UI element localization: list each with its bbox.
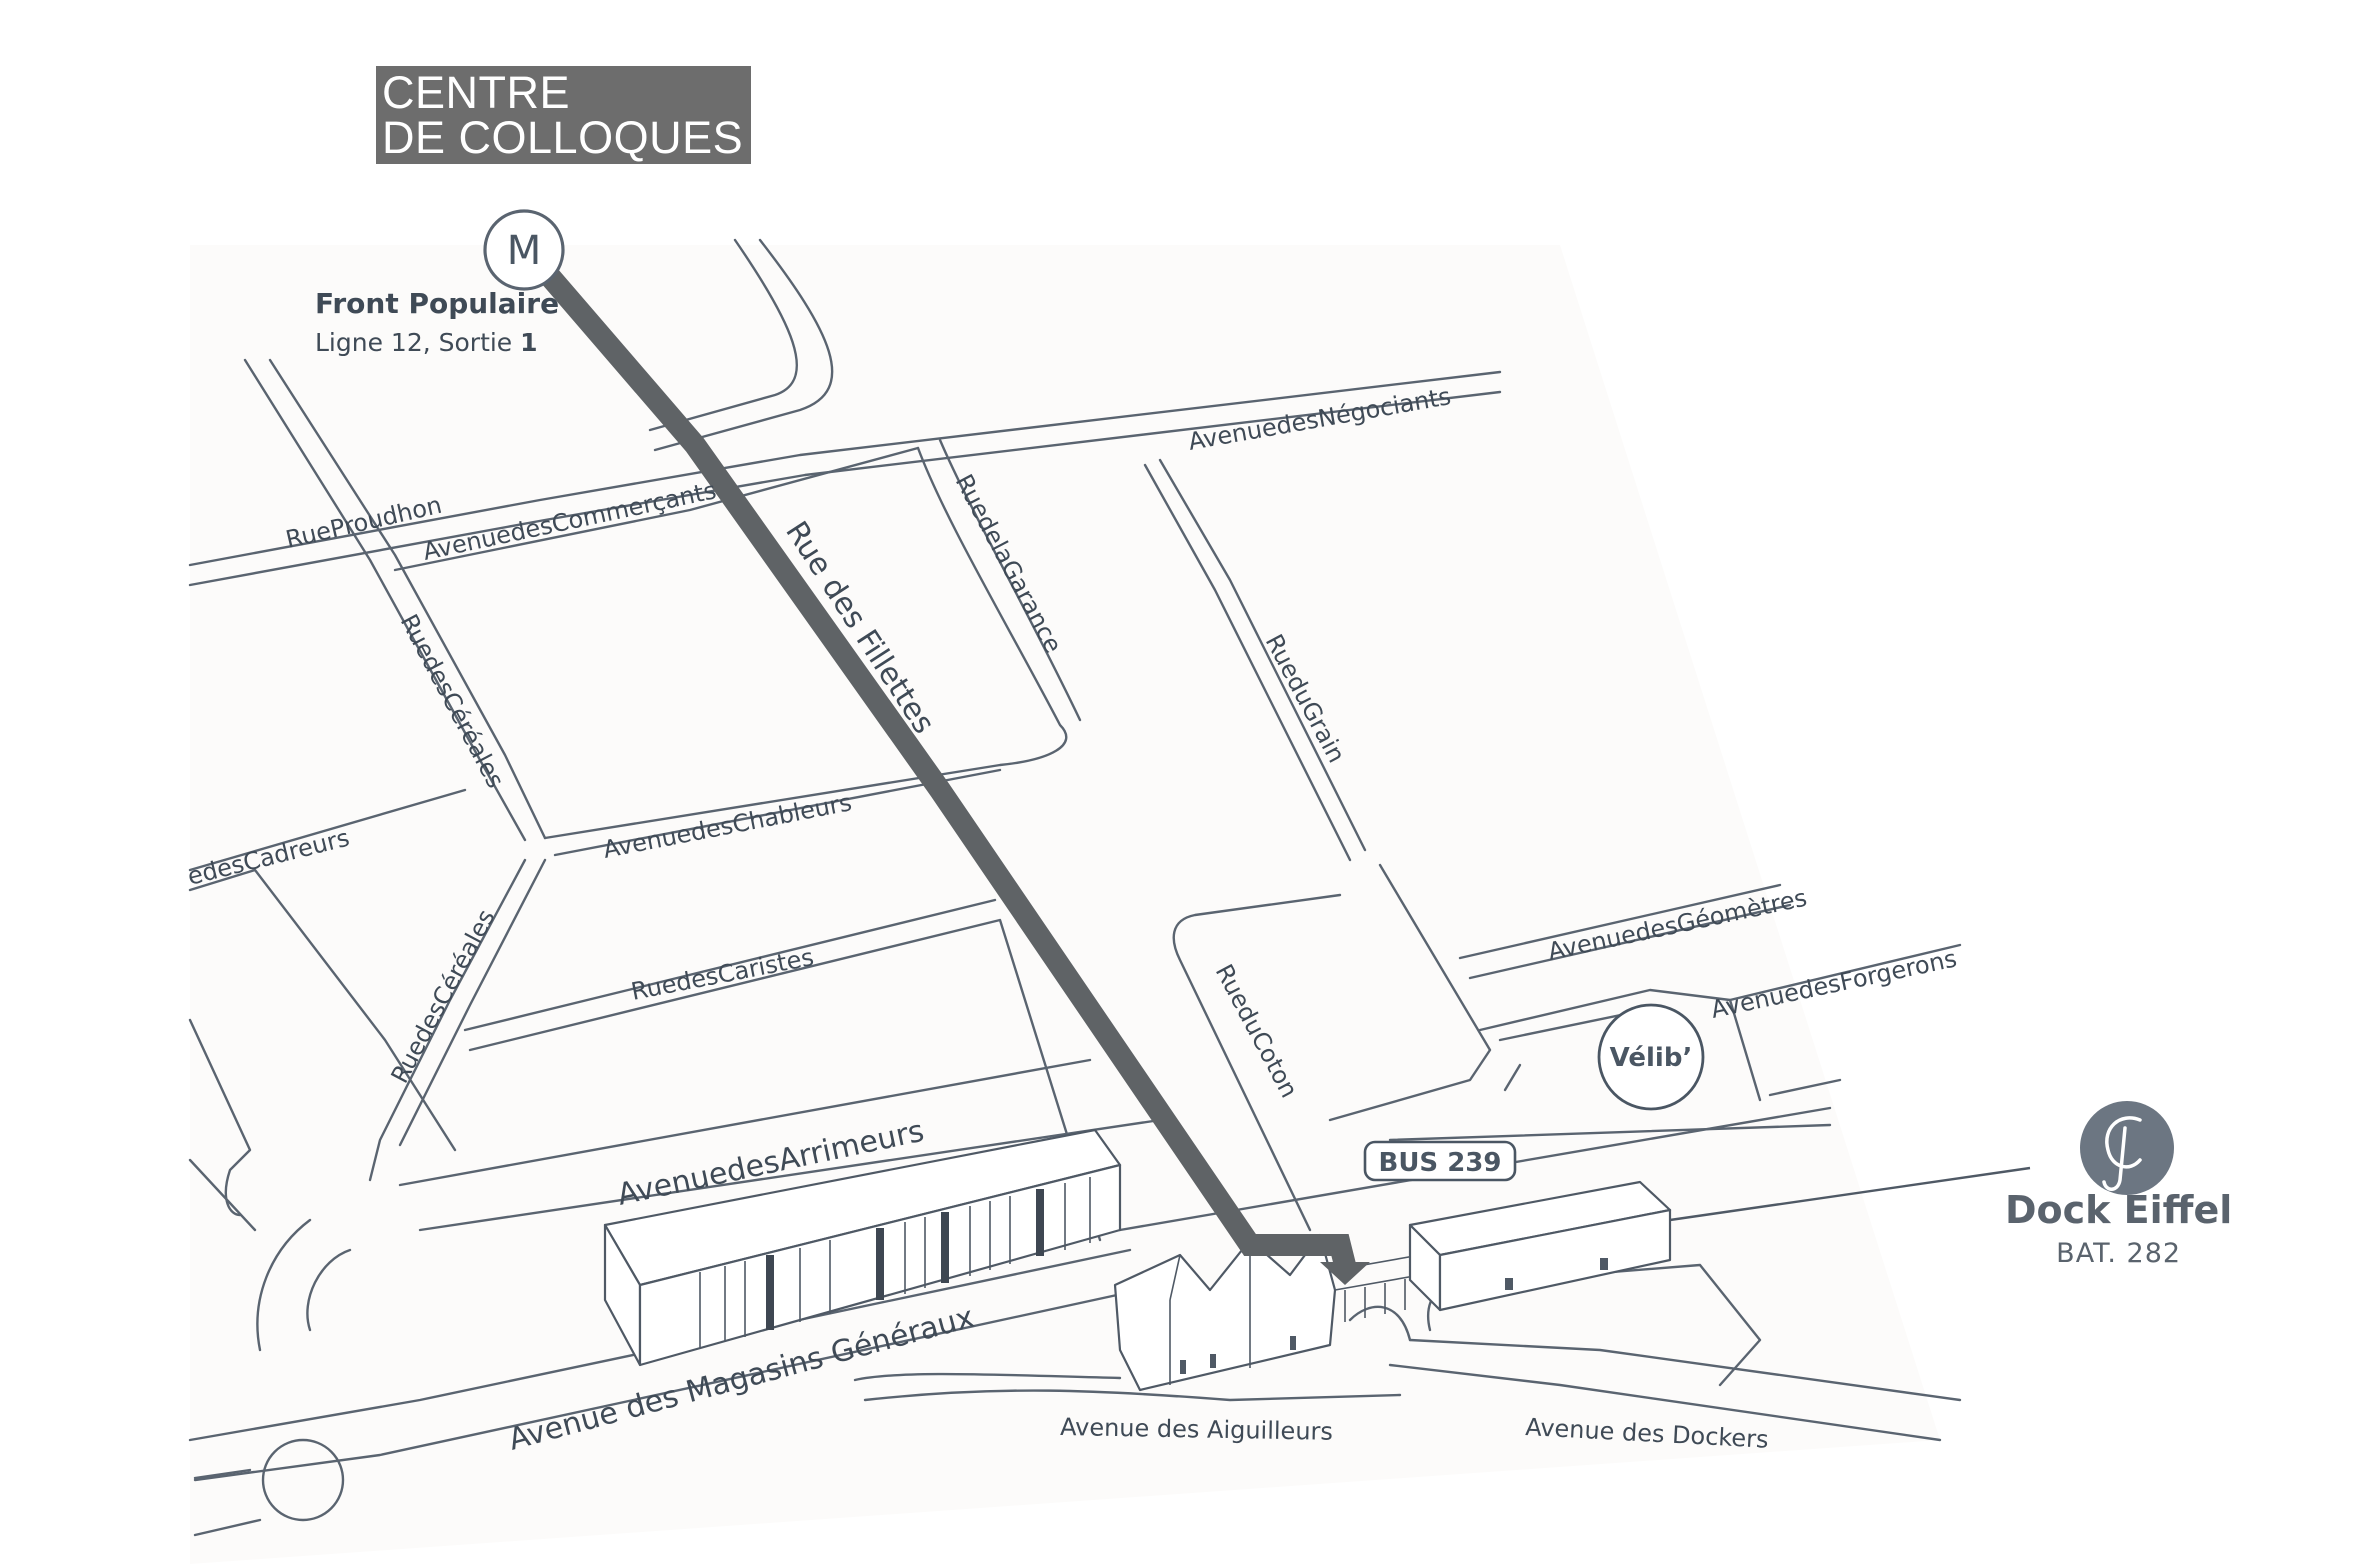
velib-station[interactable]: Vélib’ [1597,1003,1705,1111]
metro-symbol: M [507,228,542,274]
metro-line-info: Ligne 12, Sortie 1 [315,328,559,357]
venue-title: CENTRE DE COLLOQUES [376,66,752,164]
walking-route [531,257,1370,1285]
metro-station-name: Front Populaire [315,287,560,320]
dock-eiffel-building [1408,1166,2031,1312]
destination-label: Dock Eiffel BAT. 282 [2005,1188,2232,1269]
velib-label: Vélib’ [1610,1043,1693,1073]
metro-station-label: Front Populaire Ligne 12, Sortie 1 [315,287,559,357]
metro-icon[interactable]: M [483,209,565,291]
dock-eiffel-logo [2080,1101,2174,1195]
street-label-av-aiguilleurs: Avenue des Aiguilleurs [1060,1413,1333,1446]
metro-line-text: Ligne 12, Sortie [315,328,521,357]
destination-building: BAT. 282 [2056,1238,2182,1269]
metro-exit-number: 1 [520,328,538,357]
bus-label: BUS 239 [1379,1148,1502,1178]
bus-stop[interactable]: BUS 239 [1363,1140,1517,1182]
centre-de-colloques-building [1113,1233,1421,1392]
venue-title-line1: CENTRE [382,67,571,118]
venue-title-line2: DE COLLOQUES [382,112,744,163]
destination-name: Dock Eiffel [2005,1188,2233,1232]
road-network [188,238,1962,1537]
warehouse-building [603,1128,1122,1367]
